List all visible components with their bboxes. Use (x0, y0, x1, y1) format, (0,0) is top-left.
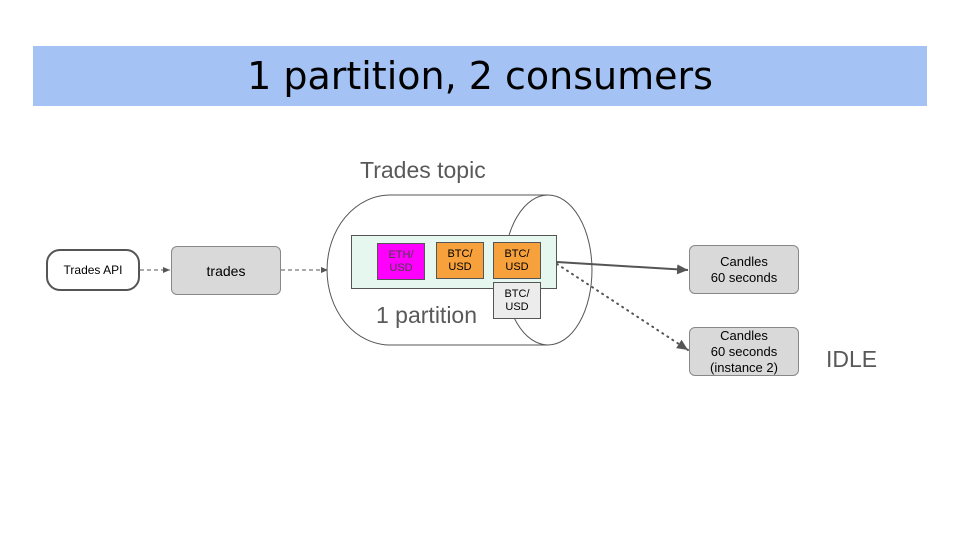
page-title: 1 partition, 2 consumers (247, 54, 713, 98)
trades-node[interactable]: trades (171, 246, 281, 295)
producer-node[interactable]: Trades API (46, 249, 140, 291)
consumer-1-arrow (556, 261, 689, 275)
message-btc-usd: BTC/ USD (493, 242, 541, 279)
consumer-candles-node[interactable]: Candles 60 seconds (689, 245, 799, 294)
topic-label: Trades topic (360, 157, 486, 183)
partition-label: 1 partition (376, 302, 478, 328)
message-eth-usd: ETH/ USD (377, 243, 425, 280)
message-btc-usd-incoming: BTC/ USD (493, 282, 541, 319)
title-bar: 1 partition, 2 consumers (33, 46, 927, 106)
consumer-2-arrow (556, 263, 689, 351)
consumer-candles-instance-2-node[interactable]: Candles 60 seconds (instance 2) (689, 327, 799, 376)
idle-label: IDLE (826, 346, 878, 372)
message-btc-usd: BTC/ USD (436, 242, 484, 279)
